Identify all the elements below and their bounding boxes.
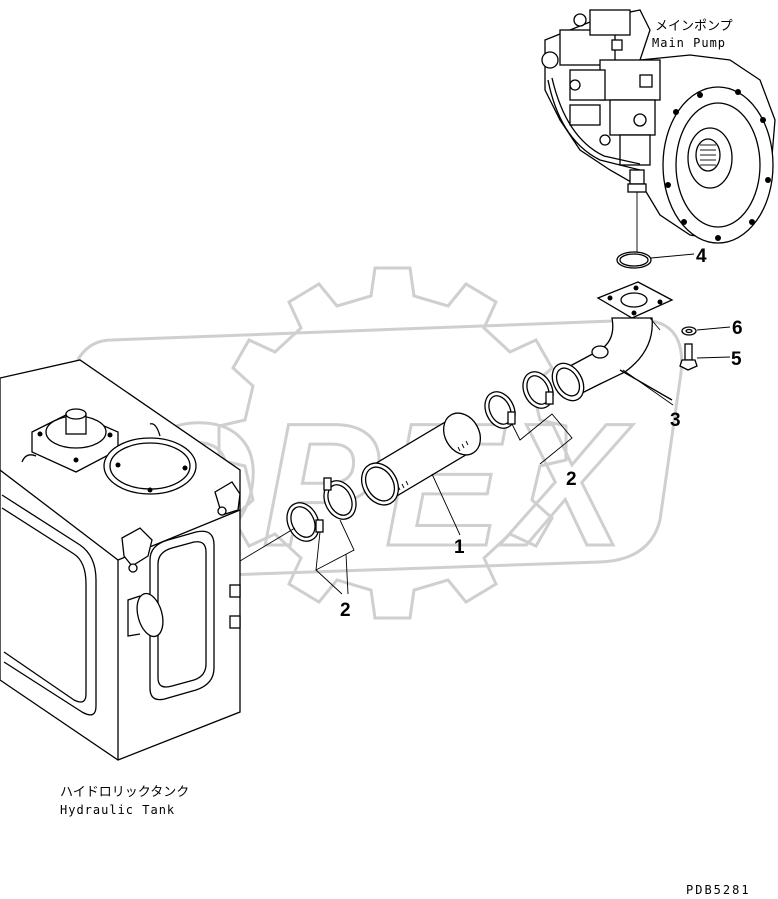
clamp-pair-lower-part-2	[286, 477, 357, 595]
callout-4: 4	[696, 246, 707, 267]
elbow-tube-part-3	[551, 281, 674, 402]
hydraulic-tank-label-jp: ハイドロリックタンク	[60, 785, 189, 800]
main-pump-label-jp: メインポンプ	[655, 19, 733, 34]
hose-part-1	[360, 412, 482, 536]
o-ring-part-4	[616, 251, 695, 269]
main-pump-label-en: Main Pump	[652, 36, 726, 50]
drawing-code: PDB5281	[686, 883, 751, 897]
clamp-pair-upper-part-2	[484, 371, 573, 465]
callout-3: 3	[670, 410, 681, 431]
hydraulic-tank-label-en: Hydraulic Tank	[60, 803, 175, 817]
main-pump	[541, 9, 776, 244]
callout-6: 6	[732, 318, 743, 339]
callout-5: 5	[731, 349, 742, 370]
callout-2-lower: 2	[340, 600, 351, 621]
hydraulic-tank	[0, 359, 241, 761]
callout-2-upper: 2	[566, 469, 577, 490]
callout-1: 1	[454, 537, 465, 558]
bolt-part-5	[679, 343, 731, 371]
washer-part-6	[681, 326, 731, 336]
